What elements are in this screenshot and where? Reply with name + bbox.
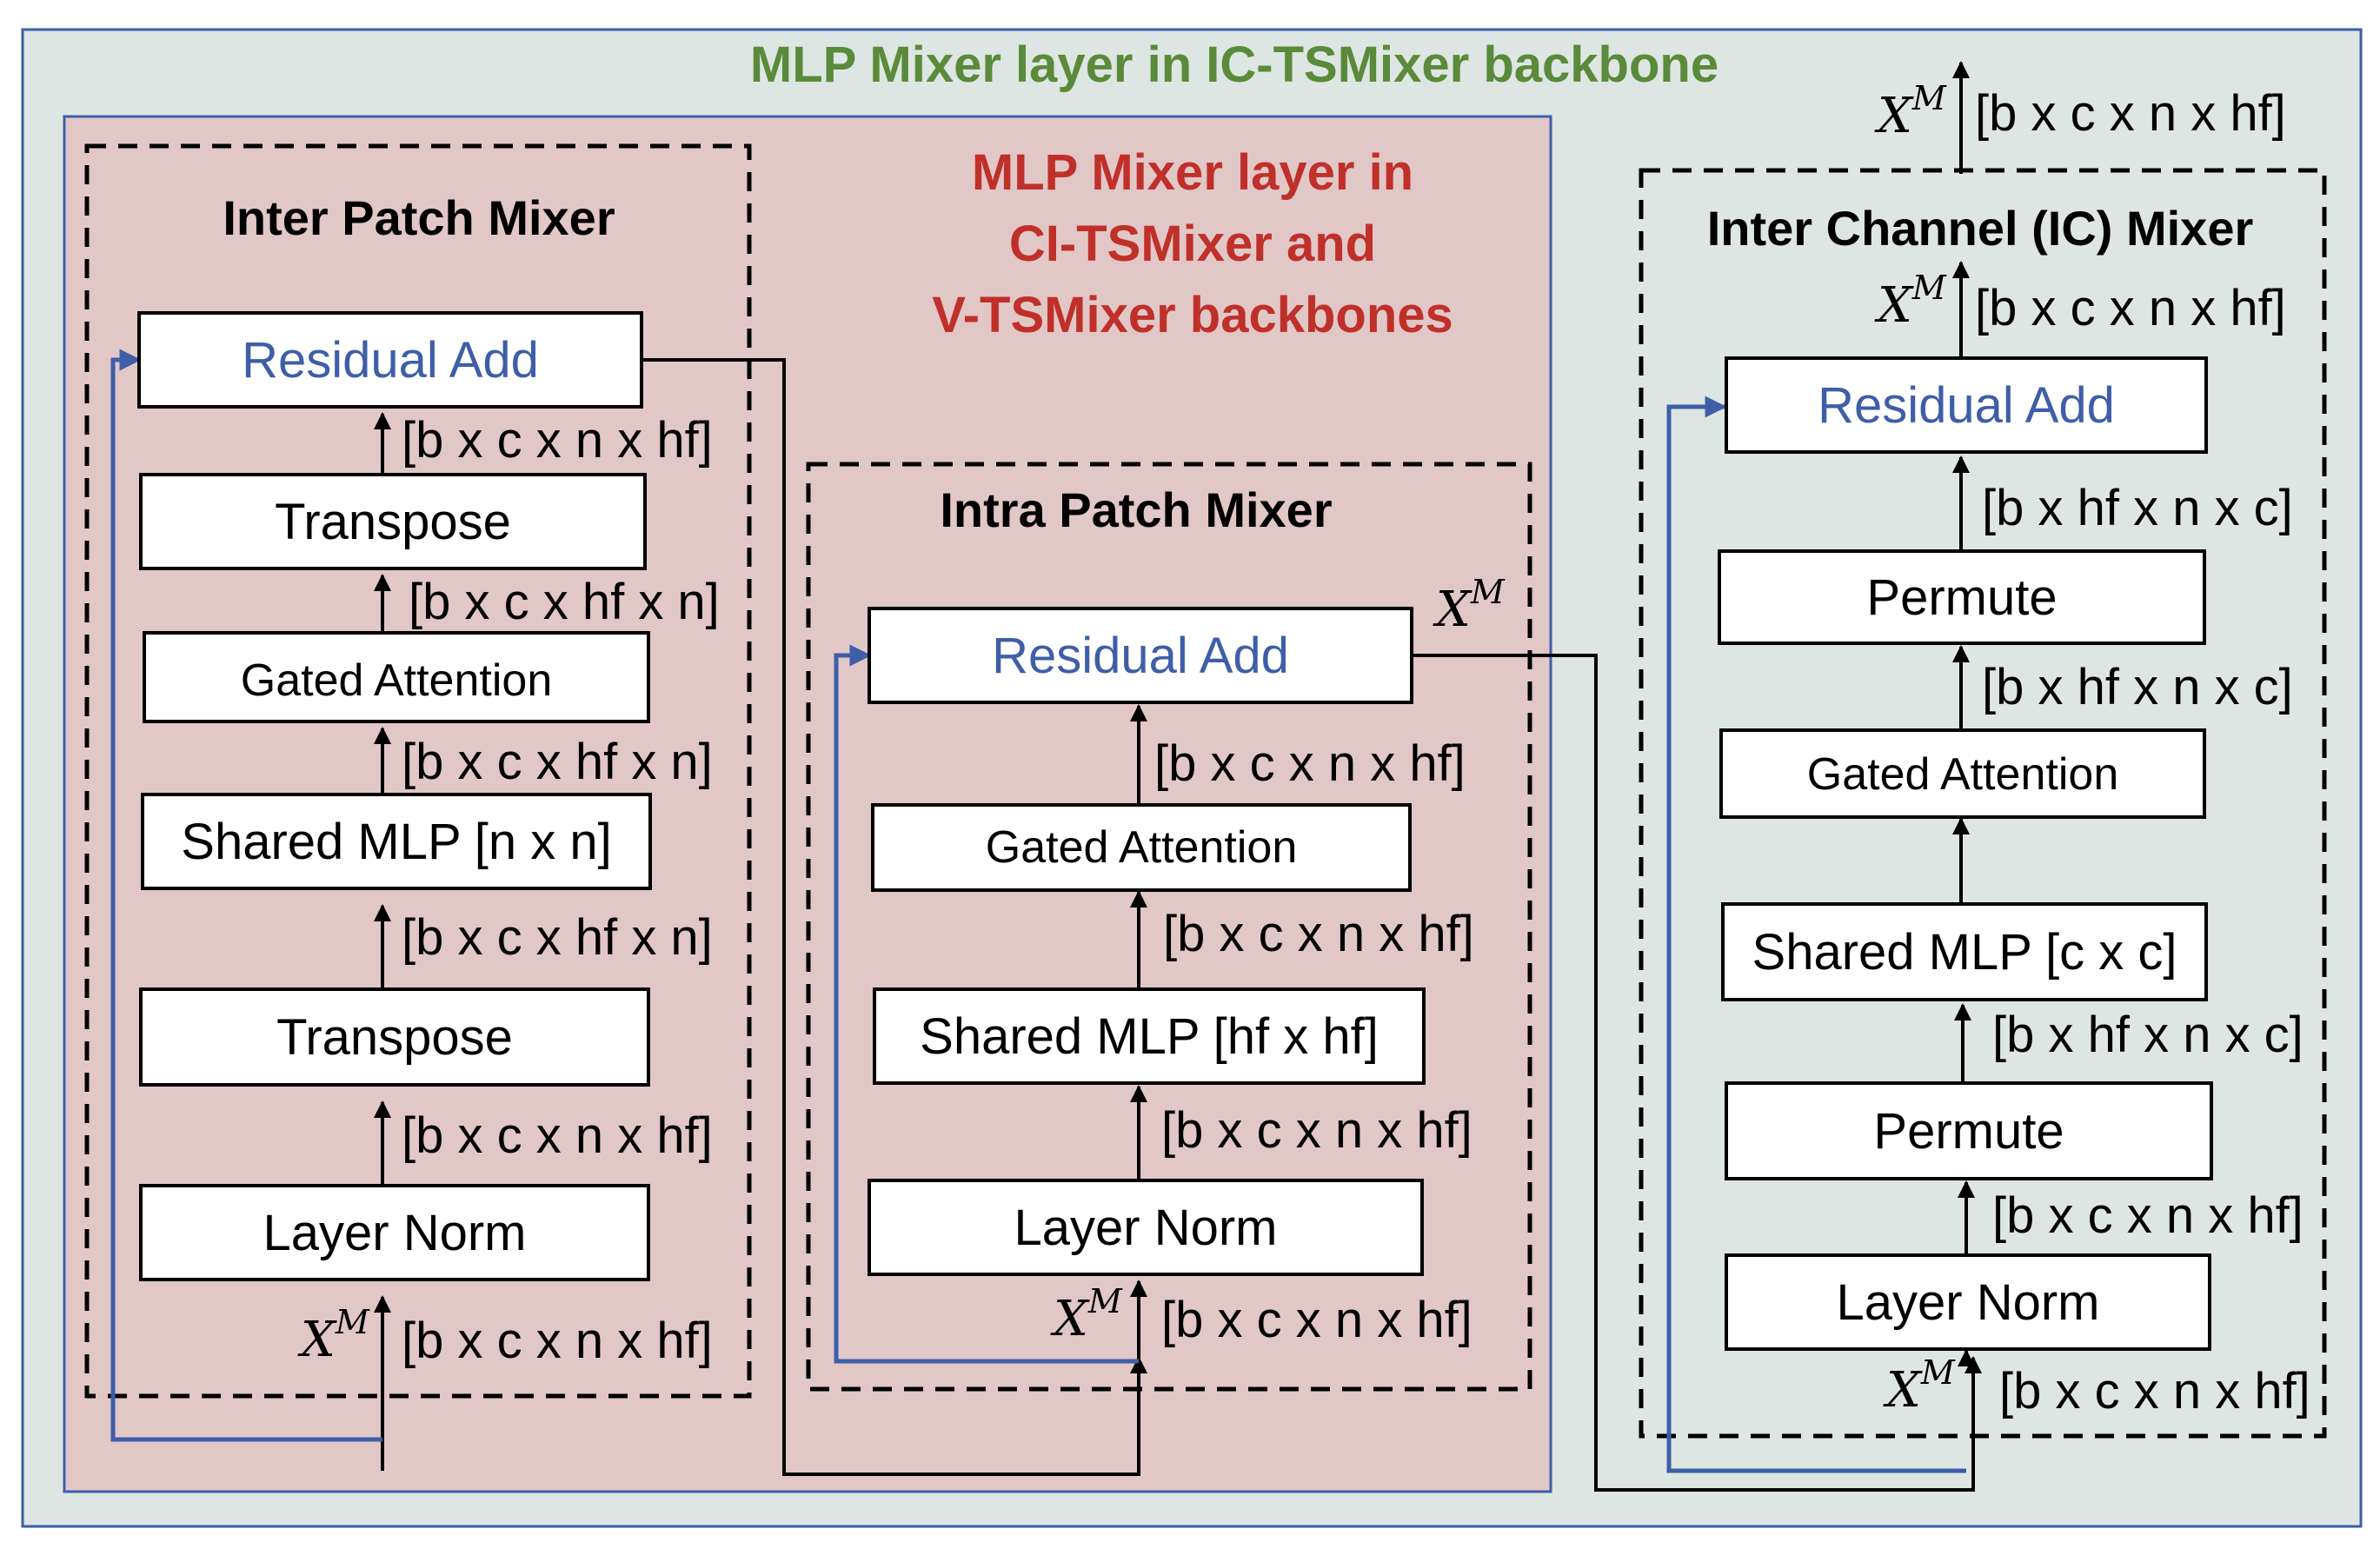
inter-patch-transpose-out-label: Transpose: [275, 494, 511, 550]
inter-channel-dim-5: [b x c x n x hf]: [1992, 1187, 2304, 1244]
inter-channel-dim-4: [b x hf x n x c]: [1992, 1007, 2304, 1063]
inter-patch-dim-2: [b x c x hf x n]: [402, 734, 713, 790]
intra-patch-mixer-header: Intra Patch Mixer: [940, 482, 1332, 537]
ci-v-tsmixer-title-line-3: V-TSMixer backbones: [932, 287, 1453, 343]
inter-patch-gated-attention-label: Gated Attention: [241, 655, 553, 706]
inter-patch-transpose-out-box: [139, 473, 647, 570]
inter-channel-residual-add-label: Residual Add: [1818, 377, 2115, 434]
intra-patch-layer-norm-box: [868, 1179, 1424, 1276]
ic-tsmixer-layer-title: MLP Mixer layer in IC-TSMixer backbone: [750, 37, 1719, 93]
intra-patch-dim-0: [b x c x n x hf]: [1154, 735, 1466, 792]
intra-patch-layer-norm-label: Layer Norm: [1014, 1200, 1278, 1256]
inter-channel-permute-in-label: Permute: [1873, 1103, 2064, 1160]
inter-patch-shared-mlp-box: [141, 793, 652, 890]
inter-patch-residual-add-box: [137, 311, 643, 409]
inter-channel-shared-mlp-label: Shared MLP [c x c]: [1752, 924, 2177, 981]
inter-patch-mixer-header: Inter Patch Mixer: [223, 190, 615, 245]
intra-patch-dim-3: [b x c x n x hf]: [1161, 1292, 1473, 1348]
inter-patch-transpose-in-label: Transpose: [276, 1009, 513, 1066]
intra-patch-residual-add-label: Residual Add: [992, 628, 1289, 684]
ci-v-tsmixer-title-line-2: CI-TSMixer and: [1009, 216, 1376, 272]
inter-channel-mixer-group: [1639, 168, 2327, 1439]
inter-channel-mixer-header: Inter Channel (IC) Mixer: [1707, 201, 2254, 256]
inter-patch-residual-add-label: Residual Add: [242, 332, 539, 389]
inter-channel-permute-out-box: [1718, 549, 2206, 645]
inter-channel-gated-attention-label: Gated Attention: [1807, 749, 2119, 800]
intra-patch-shared-mlp-label: Shared MLP [hf x hf]: [920, 1008, 1379, 1065]
inter-channel-shared-mlp-box: [1721, 902, 2208, 1001]
inter-patch-transpose-in-box: [139, 987, 650, 1087]
inter-channel-residual-xm: XM: [1874, 269, 1947, 334]
inter-channel-dim-1: [b x c x n x hf]: [1975, 280, 2286, 336]
inter-patch-gated-attention-box: [143, 631, 650, 723]
intra-patch-output-xm: XM: [1433, 573, 1506, 638]
inter-patch-dim-4: [b x c x n x hf]: [402, 1107, 713, 1164]
final-output-xm: XM: [1874, 79, 1947, 144]
inter-channel-gated-attention-box: [1719, 728, 2206, 819]
ci-v-tsmixer-title-line-1: MLP Mixer layer in: [972, 144, 1413, 201]
inter-channel-layer-norm-label: Layer Norm: [1837, 1274, 2100, 1331]
inter-patch-dim-0: [b x c x n x hf]: [402, 412, 713, 469]
inter-patch-dim-3: [b x c x hf x n]: [402, 909, 713, 966]
inter-channel-dim-6: [b x c x n x hf]: [1999, 1363, 2310, 1419]
intra-patch-mixer-group: [806, 462, 1532, 1392]
inter-patch-shared-mlp-label: Shared MLP [n x n]: [181, 814, 611, 870]
inter-channel-input-xm: XM: [1883, 1353, 1956, 1419]
intra-patch-gated-attention-label: Gated Attention: [986, 822, 1298, 873]
intra-patch-residual-add-box: [868, 607, 1413, 704]
inter-channel-permute-out-label: Permute: [1866, 569, 2057, 626]
intra-patch-gated-attention-box: [871, 803, 1412, 892]
inter-patch-layer-norm-box: [139, 1184, 650, 1281]
inter-patch-dim-5: [b x c x n x hf]: [402, 1313, 713, 1369]
intra-patch-dim-2: [b x c x n x hf]: [1161, 1102, 1473, 1159]
inter-channel-dim-2: [b x hf x n x c]: [1982, 480, 2293, 536]
inter-channel-permute-in-box: [1725, 1081, 2213, 1180]
inter-channel-dim-0: [b x c x n x hf]: [1975, 85, 2286, 142]
inter-patch-input-xm: XM: [297, 1303, 370, 1368]
inter-patch-mixer-group: [84, 143, 752, 1399]
inter-channel-layer-norm-box: [1725, 1253, 2211, 1351]
inter-channel-dim-3: [b x hf x n x c]: [1982, 659, 2293, 715]
inter-patch-layer-norm-label: Layer Norm: [263, 1205, 527, 1261]
inter-patch-dim-1: [b x c x hf x n]: [409, 574, 720, 630]
intra-patch-dim-1: [b x c x n x hf]: [1163, 906, 1474, 962]
intra-patch-input-xm: XM: [1050, 1282, 1123, 1347]
intra-patch-shared-mlp-box: [873, 987, 1426, 1085]
inter-channel-residual-add-box: [1725, 356, 2208, 454]
